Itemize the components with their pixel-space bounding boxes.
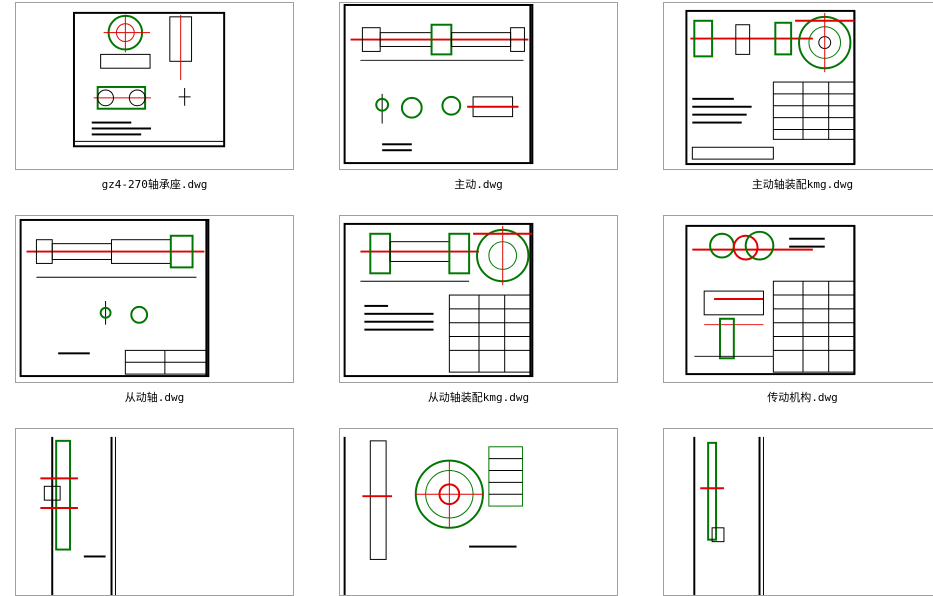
file-thumbnail-7[interactable] <box>15 428 294 596</box>
dwg-preview-icon <box>685 224 856 376</box>
file-name-3: 主动轴装配kmg.dwg <box>751 178 854 191</box>
dwg-preview-icon <box>19 218 210 378</box>
dwg-preview-icon <box>343 3 534 165</box>
file-thumbnail-1[interactable] <box>15 2 294 170</box>
file-name-5: 从动轴装配kmg.dwg <box>427 391 530 404</box>
file-thumbnail-9[interactable] <box>663 428 933 596</box>
dwg-preview-icon <box>343 222 534 378</box>
dwg-preview-icon <box>343 436 523 595</box>
file-thumbnail-4[interactable] <box>15 215 294 383</box>
file-name-2: 主动.dwg <box>454 178 503 191</box>
file-thumbnail-8[interactable] <box>339 428 618 596</box>
file-name-1: gz4-270轴承座.dwg <box>101 178 208 191</box>
file-thumbnail-5[interactable] <box>339 215 618 383</box>
file-thumbnail-6[interactable] <box>663 215 933 383</box>
dwg-preview-icon <box>685 9 856 166</box>
dwg-preview-icon <box>693 436 764 595</box>
file-name-6: 传动机构.dwg <box>767 391 838 404</box>
file-name-4: 从动轴.dwg <box>124 391 185 404</box>
file-thumbnail-2[interactable] <box>339 2 618 170</box>
dwg-preview-icon <box>72 11 226 148</box>
file-thumbnail-3[interactable] <box>663 2 933 170</box>
dwg-preview-icon <box>40 436 116 595</box>
